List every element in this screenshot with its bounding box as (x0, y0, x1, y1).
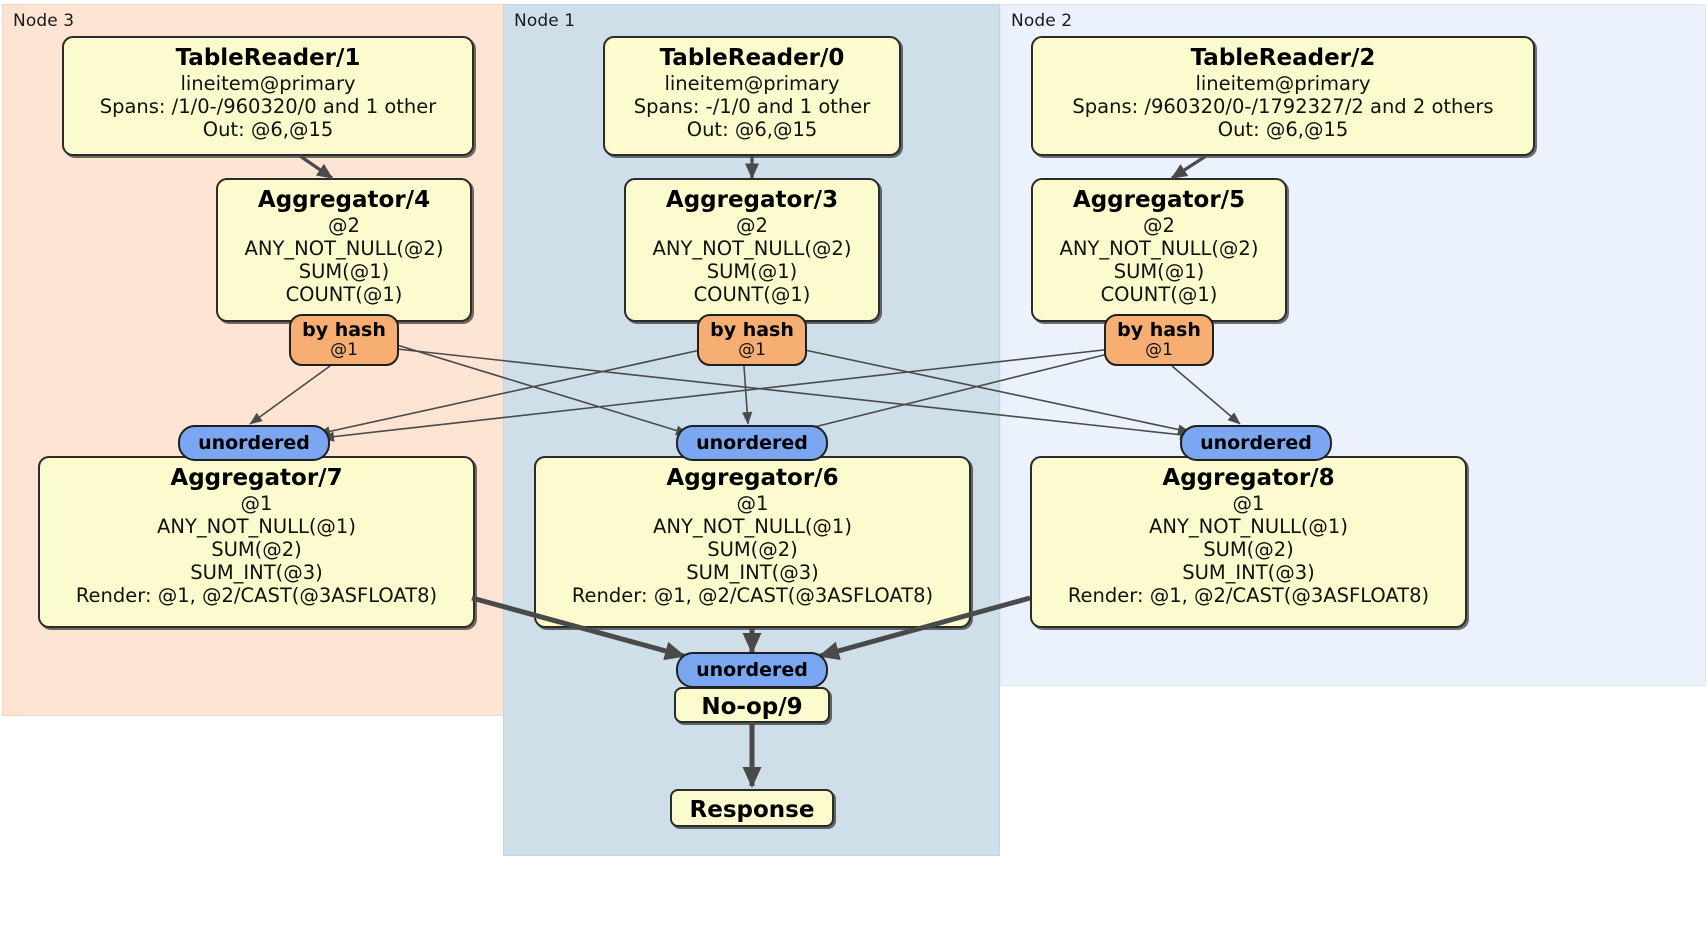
unordered-synchronizer-node-2[interactable]: unordered (1180, 425, 1332, 461)
hash-router-node-1-label: by hash (710, 319, 794, 342)
aggregator-7-title: Aggregator/7 (170, 465, 343, 491)
aggregator-4-agg-1: ANY_NOT_NULL(@2) (244, 236, 444, 260)
tablereader-1-spans: Spans: /1/0-/960320/0 and 1 other (99, 94, 437, 118)
unordered-synchronizer-node-3[interactable]: unordered (178, 425, 330, 461)
hash-router-node-3-column: @1 (330, 340, 358, 361)
process-box-tablereader-0[interactable]: TableReader/0 lineitem@primary Spans: -/… (603, 36, 901, 156)
aggregator-6-agg-3: SUM_INT(@3) (686, 560, 819, 584)
aggregator-7-agg-1: ANY_NOT_NULL(@1) (157, 514, 356, 538)
hash-router-node-2-label: by hash (1117, 319, 1201, 342)
tablereader-1-table: lineitem@primary (180, 71, 356, 95)
process-box-aggregator-8[interactable]: Aggregator/8 @1 ANY_NOT_NULL(@1) SUM(@2)… (1030, 456, 1467, 628)
tablereader-0-out: Out: @6,@15 (686, 117, 818, 141)
cluster-label-node-1: Node 1 (514, 11, 576, 31)
process-box-response[interactable]: Response (670, 789, 834, 827)
aggregator-3-agg-1: ANY_NOT_NULL(@2) (652, 236, 852, 260)
unordered-synchronizer-node-1-label: unordered (696, 431, 808, 454)
tablereader-0-spans: Spans: -/1/0 and 1 other (633, 94, 871, 118)
aggregator-3-title: Aggregator/3 (665, 187, 839, 213)
response-title: Response (689, 796, 815, 823)
aggregator-5-agg-2: SUM(@1) (1113, 259, 1205, 283)
process-box-no-op-9[interactable]: No-op/9 (674, 687, 830, 723)
tablereader-0-table: lineitem@primary (664, 71, 840, 95)
unordered-synchronizer-final-label: unordered (696, 658, 808, 681)
aggregator-7-group: @1 (240, 491, 273, 515)
aggregator-8-agg-3: SUM_INT(@3) (1182, 560, 1315, 584)
process-box-aggregator-7[interactable]: Aggregator/7 @1 ANY_NOT_NULL(@1) SUM(@2)… (38, 456, 475, 628)
tablereader-1-title: TableReader/1 (175, 45, 361, 71)
tablereader-2-spans: Spans: /960320/0-/1792327/2 and 2 others (1072, 94, 1494, 118)
hash-router-node-3-label: by hash (302, 319, 386, 342)
cluster-label-node-2: Node 2 (1011, 11, 1073, 31)
aggregator-4-title: Aggregator/4 (257, 187, 431, 213)
aggregator-3-group: @2 (736, 213, 768, 237)
tablereader-2-title: TableReader/2 (1190, 45, 1376, 71)
hash-router-node-2[interactable]: by hash @1 (1104, 314, 1214, 366)
aggregator-7-render: Render: @1, @2/CAST(@3ASFLOAT8) (75, 583, 438, 607)
aggregator-7-agg-3: SUM_INT(@3) (190, 560, 323, 584)
cluster-label-node-3: Node 3 (13, 11, 75, 31)
aggregator-4-agg-3: COUNT(@1) (285, 282, 403, 306)
tablereader-2-out: Out: @6,@15 (1217, 117, 1349, 141)
aggregator-3-agg-3: COUNT(@1) (693, 282, 811, 306)
unordered-synchronizer-node-1[interactable]: unordered (676, 425, 828, 461)
aggregator-6-title: Aggregator/6 (666, 465, 839, 491)
tablereader-0-title: TableReader/0 (659, 45, 845, 71)
hash-router-node-2-column: @1 (1145, 340, 1173, 361)
aggregator-5-agg-1: ANY_NOT_NULL(@2) (1059, 236, 1259, 260)
aggregator-5-group: @2 (1143, 213, 1175, 237)
no-op-9-title: No-op/9 (701, 693, 803, 720)
aggregator-8-title: Aggregator/8 (1162, 465, 1335, 491)
aggregator-6-agg-1: ANY_NOT_NULL(@1) (653, 514, 852, 538)
aggregator-5-agg-3: COUNT(@1) (1100, 282, 1218, 306)
aggregator-6-agg-2: SUM(@2) (707, 537, 798, 561)
aggregator-8-agg-1: ANY_NOT_NULL(@1) (1149, 514, 1348, 538)
hash-router-node-1-column: @1 (738, 340, 766, 361)
aggregator-4-group: @2 (328, 213, 360, 237)
process-box-aggregator-5[interactable]: Aggregator/5 @2 ANY_NOT_NULL(@2) SUM(@1)… (1031, 178, 1287, 322)
hash-router-node-3[interactable]: by hash @1 (289, 314, 399, 366)
unordered-synchronizer-node-2-label: unordered (1200, 431, 1312, 454)
process-box-aggregator-3[interactable]: Aggregator/3 @2 ANY_NOT_NULL(@2) SUM(@1)… (624, 178, 880, 322)
process-box-tablereader-1[interactable]: TableReader/1 lineitem@primary Spans: /1… (62, 36, 474, 156)
hash-router-node-1[interactable]: by hash @1 (697, 314, 807, 366)
unordered-synchronizer-node-3-label: unordered (198, 431, 310, 454)
aggregator-7-agg-2: SUM(@2) (211, 537, 302, 561)
process-box-tablereader-2[interactable]: TableReader/2 lineitem@primary Spans: /9… (1031, 36, 1535, 156)
aggregator-3-agg-2: SUM(@1) (706, 259, 798, 283)
unordered-synchronizer-final[interactable]: unordered (676, 652, 828, 688)
aggregator-6-render: Render: @1, @2/CAST(@3ASFLOAT8) (571, 583, 934, 607)
tablereader-2-table: lineitem@primary (1195, 71, 1371, 95)
aggregator-4-agg-2: SUM(@1) (298, 259, 390, 283)
aggregator-8-agg-2: SUM(@2) (1203, 537, 1294, 561)
aggregator-5-title: Aggregator/5 (1072, 187, 1246, 213)
process-box-aggregator-4[interactable]: Aggregator/4 @2 ANY_NOT_NULL(@2) SUM(@1)… (216, 178, 472, 322)
aggregator-6-group: @1 (736, 491, 769, 515)
aggregator-8-group: @1 (1232, 491, 1265, 515)
tablereader-1-out: Out: @6,@15 (202, 117, 334, 141)
process-box-aggregator-6[interactable]: Aggregator/6 @1 ANY_NOT_NULL(@1) SUM(@2)… (534, 456, 971, 628)
aggregator-8-render: Render: @1, @2/CAST(@3ASFLOAT8) (1067, 583, 1430, 607)
